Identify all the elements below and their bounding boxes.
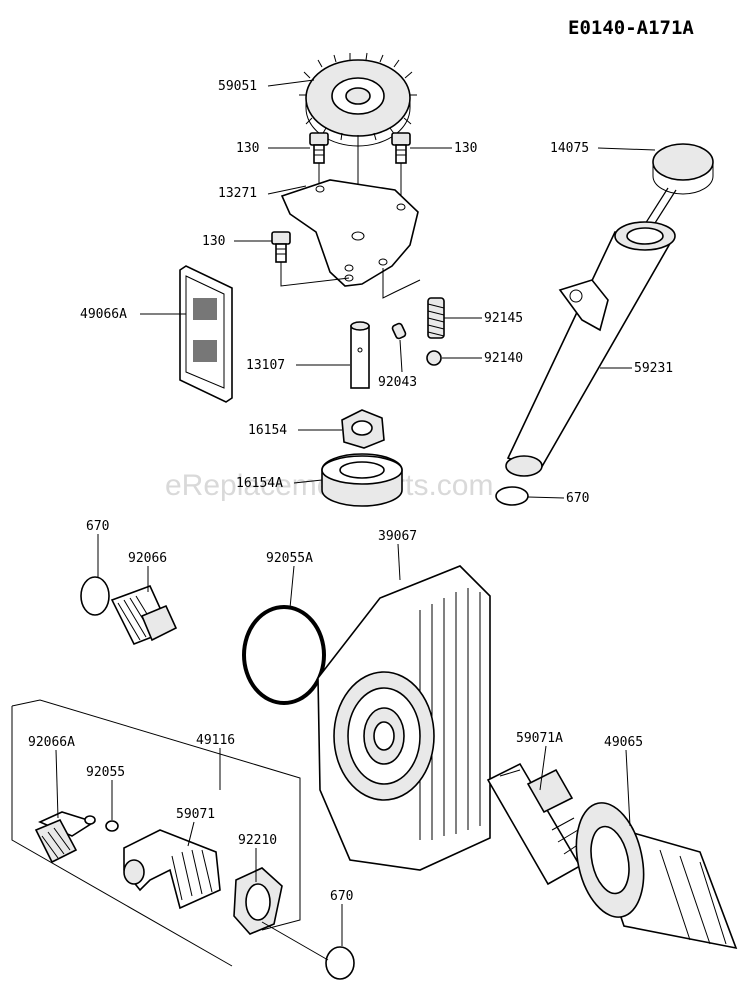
label-92055: 92055 bbox=[86, 765, 125, 780]
leader-lines bbox=[55, 79, 656, 961]
diagram-code: E0140-A171A bbox=[568, 17, 694, 39]
gear-59051 bbox=[299, 52, 417, 147]
label-92066A: 92066A bbox=[28, 735, 75, 750]
inner-rotor-16154 bbox=[341, 409, 385, 449]
outer-rotor-16154A bbox=[321, 453, 403, 507]
group-bracket-49116 bbox=[11, 699, 301, 967]
label-16154A: 16154A bbox=[236, 476, 283, 491]
label-92210: 92210 bbox=[238, 833, 277, 848]
label-92140: 92140 bbox=[484, 351, 523, 366]
label-130-left: 130 bbox=[236, 141, 259, 156]
relief-valve-92066A bbox=[34, 811, 96, 864]
label-59231: 59231 bbox=[634, 361, 673, 376]
drain-plug-92066 bbox=[110, 584, 178, 646]
label-59051: 59051 bbox=[218, 79, 257, 94]
label-92043: 92043 bbox=[378, 375, 417, 390]
dipstick-tube-59231 bbox=[505, 221, 676, 477]
label-670-tube: 670 bbox=[566, 491, 589, 506]
bolt-130-left bbox=[309, 132, 329, 164]
union-59071A bbox=[486, 762, 583, 886]
label-670-plug: 670 bbox=[86, 519, 109, 534]
label-39067: 39067 bbox=[378, 529, 417, 544]
nut-92210 bbox=[233, 867, 283, 935]
label-130-right: 130 bbox=[454, 141, 477, 156]
spring-92145 bbox=[427, 297, 445, 339]
label-92145: 92145 bbox=[484, 311, 523, 326]
screen-49066A bbox=[179, 265, 233, 403]
label-130-lower: 130 bbox=[202, 234, 225, 249]
label-16154: 16154 bbox=[248, 423, 287, 438]
fitting-59071 bbox=[123, 829, 221, 910]
pin-92043 bbox=[391, 322, 407, 340]
shaft-13107 bbox=[350, 321, 370, 389]
o-ring-92055 bbox=[105, 820, 119, 832]
o-ring-92055A bbox=[242, 605, 326, 705]
bolt-130-right bbox=[391, 132, 411, 164]
label-13271: 13271 bbox=[218, 186, 257, 201]
bolt-130-lower bbox=[271, 231, 291, 263]
dipstick-cap-14075 bbox=[639, 143, 714, 235]
label-49116: 49116 bbox=[196, 733, 235, 748]
label-49065: 49065 bbox=[604, 735, 643, 750]
o-ring-670-plug bbox=[80, 576, 110, 616]
label-59071: 59071 bbox=[176, 807, 215, 822]
label-92055A: 92055A bbox=[266, 551, 313, 566]
label-670-bottom: 670 bbox=[330, 889, 353, 904]
o-ring-670-tube bbox=[495, 486, 529, 506]
ball-92140 bbox=[426, 350, 442, 366]
o-ring-670-bottom bbox=[325, 946, 355, 980]
label-49066A: 49066A bbox=[80, 307, 127, 322]
oil-filter-49065 bbox=[575, 802, 738, 950]
label-13107: 13107 bbox=[246, 358, 285, 373]
label-92066: 92066 bbox=[128, 551, 167, 566]
oil-cooler-39067 bbox=[317, 565, 491, 871]
cover-plate-13271 bbox=[280, 179, 419, 287]
label-14075: 14075 bbox=[550, 141, 589, 156]
label-59071A: 59071A bbox=[516, 731, 563, 746]
